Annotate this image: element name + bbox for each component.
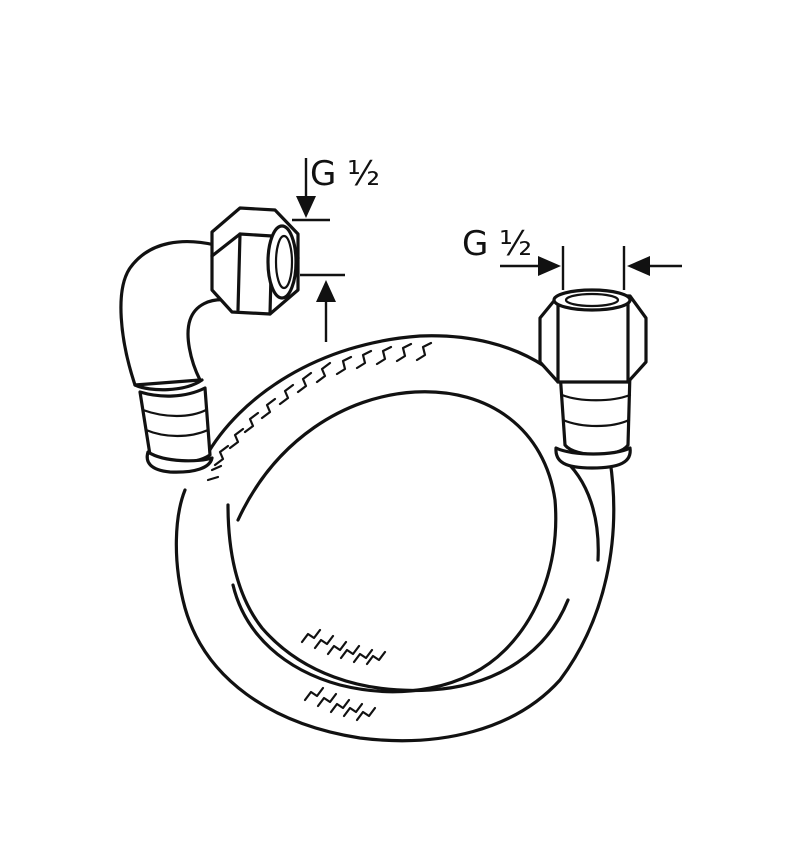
hex-nut-left: [210, 206, 300, 316]
dimension-right: [500, 246, 682, 290]
hose-braid-lower: [300, 628, 387, 722]
left-connection-label: G ½: [310, 154, 380, 194]
dimension-left: [292, 158, 345, 342]
right-connection-label: G ½: [462, 224, 532, 264]
arrow-down: [296, 196, 316, 218]
arrow-right: [538, 256, 561, 276]
hose-coil: [174, 334, 616, 743]
arrow-up: [316, 280, 336, 302]
elbow-fitting-left: [119, 240, 230, 474]
arrow-left: [627, 256, 650, 276]
hex-nut-right: [538, 288, 648, 470]
hose-braid-pattern: [206, 341, 433, 482]
